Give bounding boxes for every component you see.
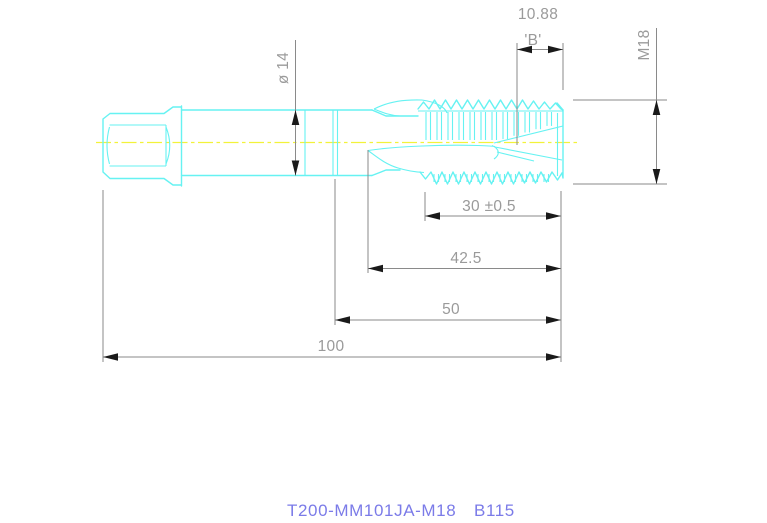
thread-crest-bottom xyxy=(419,171,563,185)
chamfer-lines xyxy=(493,125,564,162)
dim-shank-diameter-text: ø 14 xyxy=(275,52,292,84)
arrowheads xyxy=(103,45,661,361)
dim-overall-length-text: 100 xyxy=(318,338,345,355)
thread-flank-lines xyxy=(425,112,553,140)
thread-bottom-lines xyxy=(433,174,550,182)
footer-labels: T200-MM101JA-M18 B115 xyxy=(287,501,515,520)
dimension-texts: 10.88 'B' M18 ø 14 30 ±0.5 42.5 50 100 xyxy=(275,6,653,355)
dim-flute-section-text: 50 xyxy=(442,301,460,318)
end-face xyxy=(556,102,564,179)
dim-b-value-text: 10.88 xyxy=(518,6,558,23)
dimension-lines xyxy=(102,28,667,362)
shank-junction-lines xyxy=(304,110,339,176)
dim-chamfer-to-end-text: 42.5 xyxy=(450,250,481,267)
square-drive-face xyxy=(106,124,171,167)
dim-thread-spec-text: M18 xyxy=(636,29,653,60)
dim-b-label-text: 'B' xyxy=(524,32,541,49)
thread-crest-top xyxy=(417,99,564,111)
dim-thread-length-text: 30 ±0.5 xyxy=(462,198,516,215)
thread-profile xyxy=(417,99,564,185)
batch-code-text: B115 xyxy=(474,501,515,520)
tap-outline xyxy=(102,99,564,187)
lower-flute xyxy=(367,144,499,174)
part-number-text: T200-MM101JA-M18 xyxy=(287,501,456,520)
